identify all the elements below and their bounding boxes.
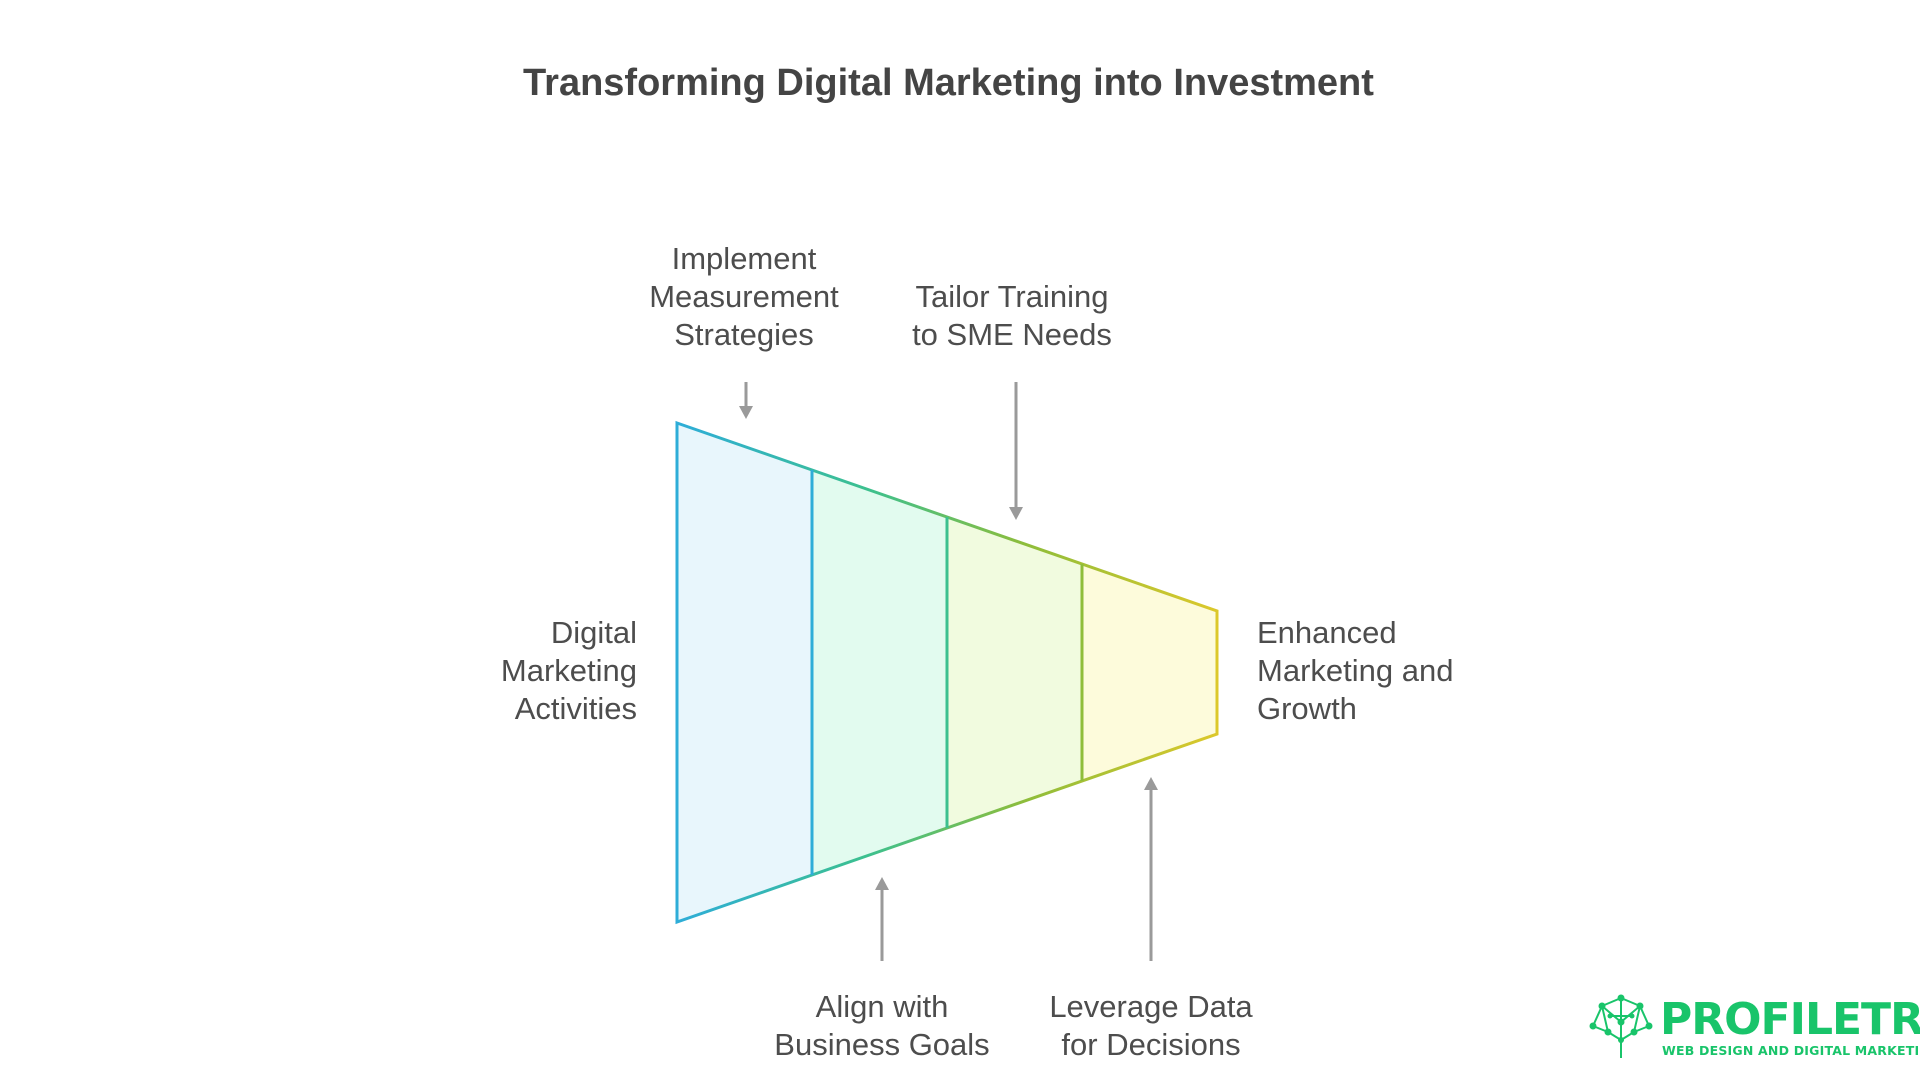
arrow-down-training xyxy=(1009,382,1023,520)
funnel-stage-1 xyxy=(677,423,812,922)
arrow-down-measurement xyxy=(739,382,753,419)
profiletree-logo: PROFILETREE WEB DESIGN AND DIGITAL MARKE… xyxy=(1588,992,1920,1062)
funnel-stage-3 xyxy=(947,517,1082,828)
logo-wordmark: PROFILETREE xyxy=(1660,994,1920,1045)
diagram-title: Transforming Digital Marketing into Inve… xyxy=(523,62,1374,104)
funnel-outline xyxy=(675,420,1219,925)
arrow-up-leverage-data xyxy=(1144,777,1158,961)
logo-tagline: WEB DESIGN AND DIGITAL MARKETING xyxy=(1662,1043,1920,1058)
funnel-stage-4 xyxy=(1082,564,1217,781)
arrow-up-business-goals xyxy=(875,877,889,961)
funnel-stage-2 xyxy=(812,470,947,875)
tree-network-icon xyxy=(1589,994,1653,1058)
